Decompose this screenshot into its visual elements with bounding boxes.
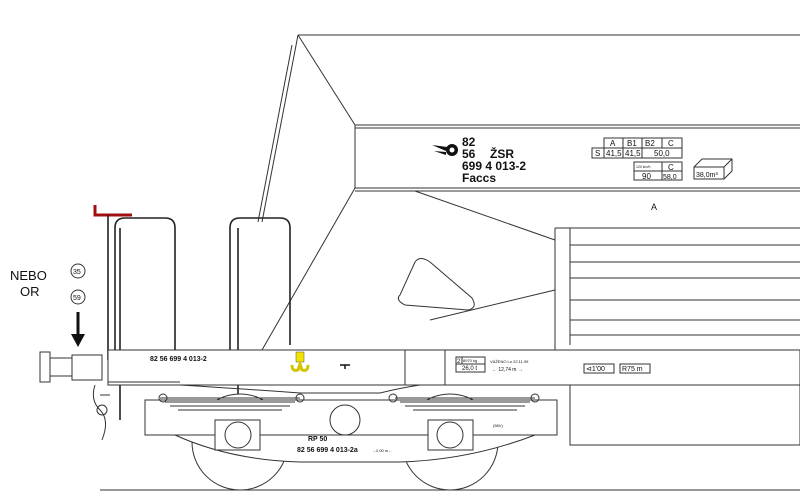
row-s: S bbox=[595, 149, 600, 158]
curve-radius: R75 m bbox=[622, 366, 643, 373]
buffer bbox=[39, 351, 110, 441]
leaf-spring-left bbox=[158, 393, 305, 411]
bogie-tag: (58V) bbox=[493, 423, 503, 428]
col-b2: B2 bbox=[645, 139, 655, 148]
speed-val-c: 58,0 bbox=[663, 174, 677, 181]
step-marker bbox=[93, 205, 132, 217]
handrails bbox=[93, 205, 291, 420]
underframe: 82 56 699 4 013-2 2 8970 kg 26,0 t VÁŽEN… bbox=[107, 349, 800, 446]
bogie-code: RP 50 bbox=[308, 436, 327, 443]
arrow-down-icon bbox=[71, 312, 85, 347]
mark-35: 35 bbox=[73, 269, 81, 276]
val-b1: 41,5 bbox=[625, 149, 641, 158]
frame-number: 82 56 699 4 013-2 bbox=[150, 356, 207, 363]
weight-kg: 8970 kg bbox=[463, 358, 477, 363]
col-a: A bbox=[610, 139, 616, 148]
hopper-slats bbox=[569, 228, 800, 345]
wagon-marking: 82 56 ŽSR 699 4 013-2 Faccs bbox=[462, 135, 526, 185]
marking-country: 82 bbox=[462, 135, 476, 149]
mark-59: 59 bbox=[73, 295, 81, 302]
weighed-date: VÁŽENO Lo 22.11.99 bbox=[490, 359, 529, 364]
val-a: 41,5 bbox=[606, 149, 622, 158]
owner-logo-icon bbox=[432, 144, 458, 156]
val-b2c: 50,0 bbox=[654, 149, 670, 158]
lifting-hook-icon bbox=[290, 351, 310, 372]
bogie-number: 82 56 699 4 013-2a bbox=[297, 447, 358, 454]
wagon-length: ← 12,74 m → bbox=[492, 367, 523, 373]
bogie-wheelbase: →2,00 m← bbox=[372, 448, 392, 453]
marking-type: Faccs bbox=[462, 171, 496, 185]
left-note: NEBO OR 35 59 bbox=[10, 263, 86, 347]
weight-top: 2 bbox=[457, 359, 461, 365]
col-c: C bbox=[668, 139, 674, 148]
hopper-body bbox=[257, 34, 800, 351]
marking-number: 699 4 013-2 bbox=[462, 159, 526, 173]
volume-label: 38,0m³ bbox=[696, 172, 718, 179]
side-letter: A bbox=[651, 202, 657, 212]
col-b1: B1 bbox=[627, 139, 637, 148]
volume-box-icon: 38,0m³ bbox=[693, 158, 733, 180]
speed-col-c: C bbox=[668, 163, 674, 172]
marking-code: 56 bbox=[462, 147, 476, 161]
leaf-spring-right bbox=[388, 393, 540, 411]
note-nebo: NEBO bbox=[10, 268, 47, 283]
marking-operator: ŽSR bbox=[490, 146, 514, 161]
jacking-point-icon bbox=[340, 364, 350, 369]
note-or: OR bbox=[20, 284, 40, 299]
bogie: RP 50 82 56 699 4 013-2a →2,00 m← (58V) bbox=[144, 393, 558, 491]
load-limit-table: A B1 B2 C S 41,5 41,5 50,0 120 km/h C 90… bbox=[591, 137, 683, 181]
brake-mark: ⊲1'00 bbox=[586, 366, 605, 373]
speed-label: 120 km/h bbox=[636, 165, 650, 169]
weight-plate: 2 8970 kg 26,0 t VÁŽENO Lo 22.11.99 ← 12… bbox=[455, 356, 529, 373]
speed-val-90: 90 bbox=[642, 172, 651, 181]
weight-t: 26,0 t bbox=[462, 366, 477, 372]
